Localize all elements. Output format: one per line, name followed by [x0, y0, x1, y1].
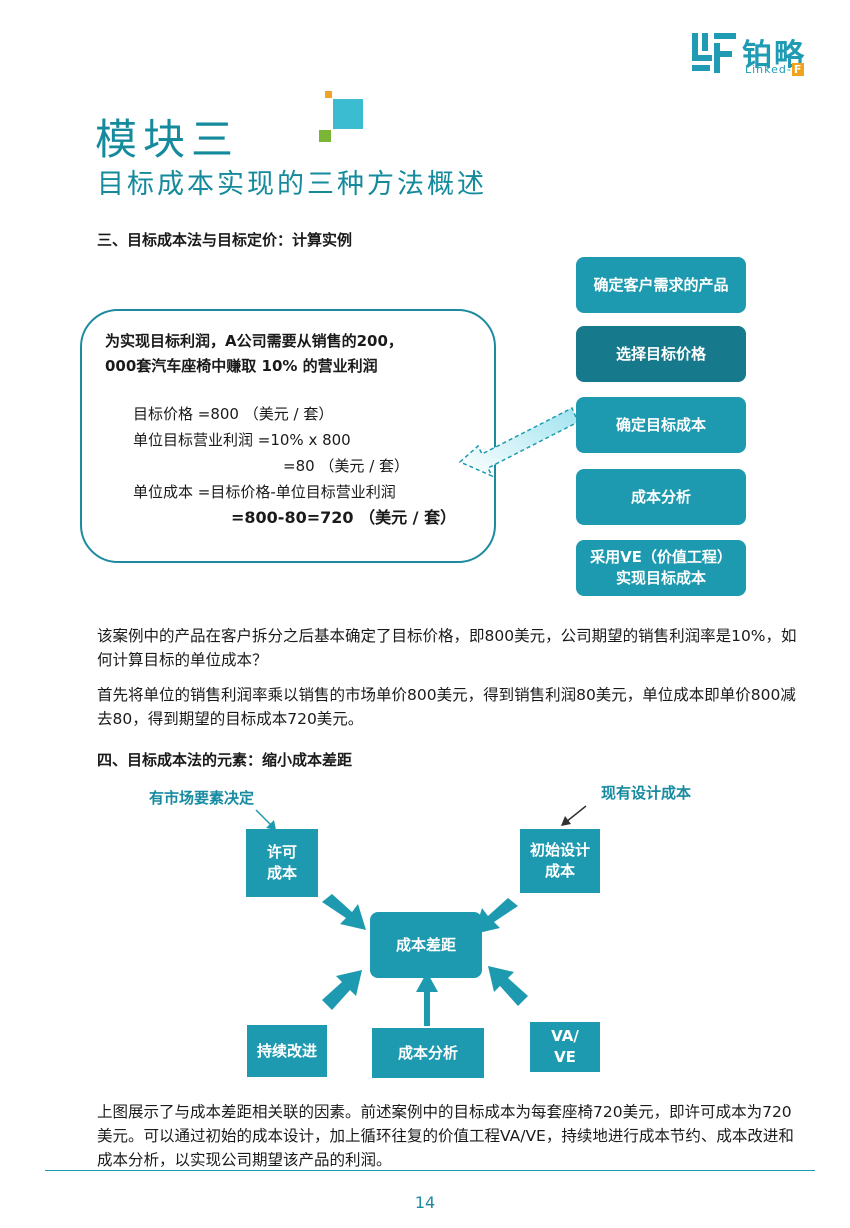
step-cost-analysis: 成本分析 [576, 469, 746, 525]
section-heading-4: 四、目标成本法的元素：缩小成本差距 [97, 751, 353, 769]
step-value-engineering: 采用VE（价值工程）实现目标成本 [576, 540, 746, 596]
step-target-cost: 确定目标成本 [576, 397, 746, 453]
section-heading-3: 三、目标成本法与目标定价：计算实例 [97, 231, 353, 249]
example-unit-profit-result: =80 （美元 / 套） [283, 457, 410, 475]
example-intro-line2: 000套汽车座椅中赚取 10% 的营业利润 [105, 357, 378, 375]
decor-square-orange [325, 91, 332, 98]
box-cost-gap: 成本差距 [370, 912, 482, 978]
example-unit-profit: 单位目标营业利润 =10% x 800 [133, 431, 351, 449]
dashed-arrow-icon [458, 406, 579, 478]
note-market-determined: 有市场要素决定 [149, 789, 255, 807]
diagram-arrows [255, 805, 587, 1026]
example-unit-cost-result: =800-80=720 （美元 / 套） [231, 508, 457, 527]
decor-square-green [319, 130, 331, 142]
module-subtitle: 目标成本实现的三种方法概述 [97, 169, 487, 200]
box-initial-design-cost: 初始设计成本 [520, 829, 600, 893]
decor-square-teal [333, 99, 363, 129]
note-existing-design-cost: 现有设计成本 [601, 784, 692, 802]
logo-mark-icon [692, 33, 736, 73]
example-intro-line1: 为实现目标利润，A公司需要从销售的200， [105, 332, 403, 350]
footer-divider [45, 1170, 815, 1171]
box-continuous-improvement: 持续改进 [247, 1025, 327, 1077]
paragraph-case: 该案例中的产品在客户拆分之后基本确定了目标价格，即800美元，公司期望的销售利润… [97, 627, 797, 669]
box-va-ve: VA/VE [530, 1022, 600, 1072]
example-target-price: 目标价格 =800 （美元 / 套） [133, 405, 334, 423]
box-cost-analysis: 成本分析 [372, 1028, 484, 1078]
logo-subtext: Linked-F [745, 63, 805, 76]
page-number: 14 [414, 1193, 436, 1212]
paragraph-summary: 上图展示了与成本差距相关联的因素。前述案例中的目标成本为每套座椅720美元，即许… [97, 1103, 794, 1169]
step-customer-needs: 确定客户需求的产品 [576, 257, 746, 313]
example-box [80, 309, 496, 563]
example-unit-cost: 单位成本 =目标价格-单位目标营业利润 [133, 483, 396, 501]
box-allowable-cost: 许可成本 [246, 829, 318, 897]
module-title: 模块三 [95, 115, 240, 164]
paragraph-calc: 首先将单位的销售利润率乘以销售的市场单价800美元，得到销售利润80美元，单位成… [97, 686, 796, 728]
step-target-price: 选择目标价格 [576, 326, 746, 382]
